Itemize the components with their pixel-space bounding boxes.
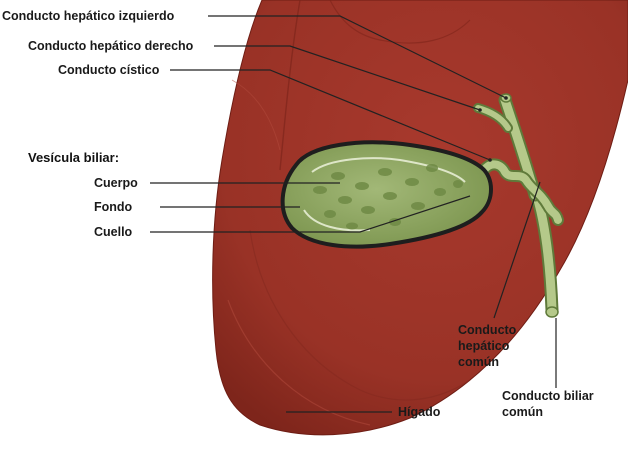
leader-neck (150, 195, 471, 233)
leader-lines (150, 15, 557, 413)
labels: Conducto hepático izquierdo Conducto hep… (2, 9, 594, 419)
leader-left-hepatic (208, 15, 507, 99)
label-cystic-duct: Conducto cístico (58, 63, 160, 77)
label-common-hepatic-duct-line2: hepático (458, 339, 510, 353)
gallbladder-mucosa (313, 164, 463, 230)
label-left-hepatic-duct: Conducto hepático izquierdo (2, 9, 175, 23)
label-common-hepatic-duct-line1: Conducto (458, 323, 517, 337)
gallbladder (280, 140, 493, 249)
liver-contour (329, 0, 471, 44)
label-common-hepatic-duct-line3: común (458, 355, 499, 369)
duct-end (545, 306, 559, 318)
label-neck: Cuello (94, 225, 133, 239)
liver-contour (279, 0, 301, 171)
label-fundus: Fondo (94, 200, 133, 214)
label-gallbladder: Vesícula biliar: (28, 150, 119, 165)
label-common-bile-duct-line2: común (502, 405, 543, 419)
leader-cystic (170, 69, 491, 161)
label-common-bile-duct-line1: Conducto biliar (502, 389, 594, 403)
label-liver: Hígado (398, 405, 441, 419)
liver-contour (249, 229, 471, 401)
label-body: Cuerpo (94, 176, 138, 190)
leader-right-hepatic (214, 45, 481, 111)
liver-contour (231, 79, 281, 151)
gallbladder-inner-rim (311, 157, 466, 183)
label-right-hepatic-duct: Conducto hepático derecho (28, 39, 194, 53)
liver-contour (227, 299, 371, 426)
leader-common-hepatic (493, 181, 541, 319)
